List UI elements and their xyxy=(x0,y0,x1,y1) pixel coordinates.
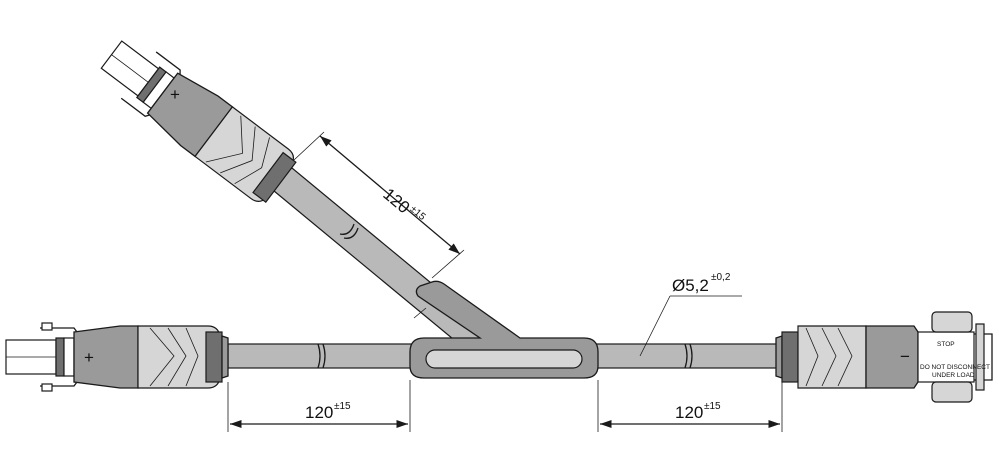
right-polarity-mark: − xyxy=(900,347,910,366)
right-dimension-value: 120 xyxy=(675,403,703,422)
branch-polarity-mark: + xyxy=(170,85,180,104)
stop-label: STOP xyxy=(937,341,955,348)
cable-diameter-tolerance: ±0,2 xyxy=(711,272,731,283)
diameter-leader xyxy=(639,295,742,357)
branch-dimension xyxy=(293,131,465,279)
warning-line-2: UNDER LOAD xyxy=(932,372,975,379)
right-dimension-tolerance: ±15 xyxy=(704,401,721,412)
right-connector xyxy=(775,311,993,403)
branch-dimension-tolerance: ±15 xyxy=(408,204,428,223)
branch-connector xyxy=(100,40,297,204)
left-polarity-mark: + xyxy=(84,348,94,367)
warning-line-1: DO NOT DISCONNECT xyxy=(920,364,990,371)
y-splitter xyxy=(409,280,599,379)
left-dimension-value: 120 xyxy=(305,403,333,422)
cable-diameter-value: Ø5,2 xyxy=(672,276,709,295)
right-dimension xyxy=(597,380,783,432)
left-dimension-tolerance: ±15 xyxy=(334,401,351,412)
left-dimension xyxy=(227,380,411,432)
left-connector xyxy=(5,322,229,392)
